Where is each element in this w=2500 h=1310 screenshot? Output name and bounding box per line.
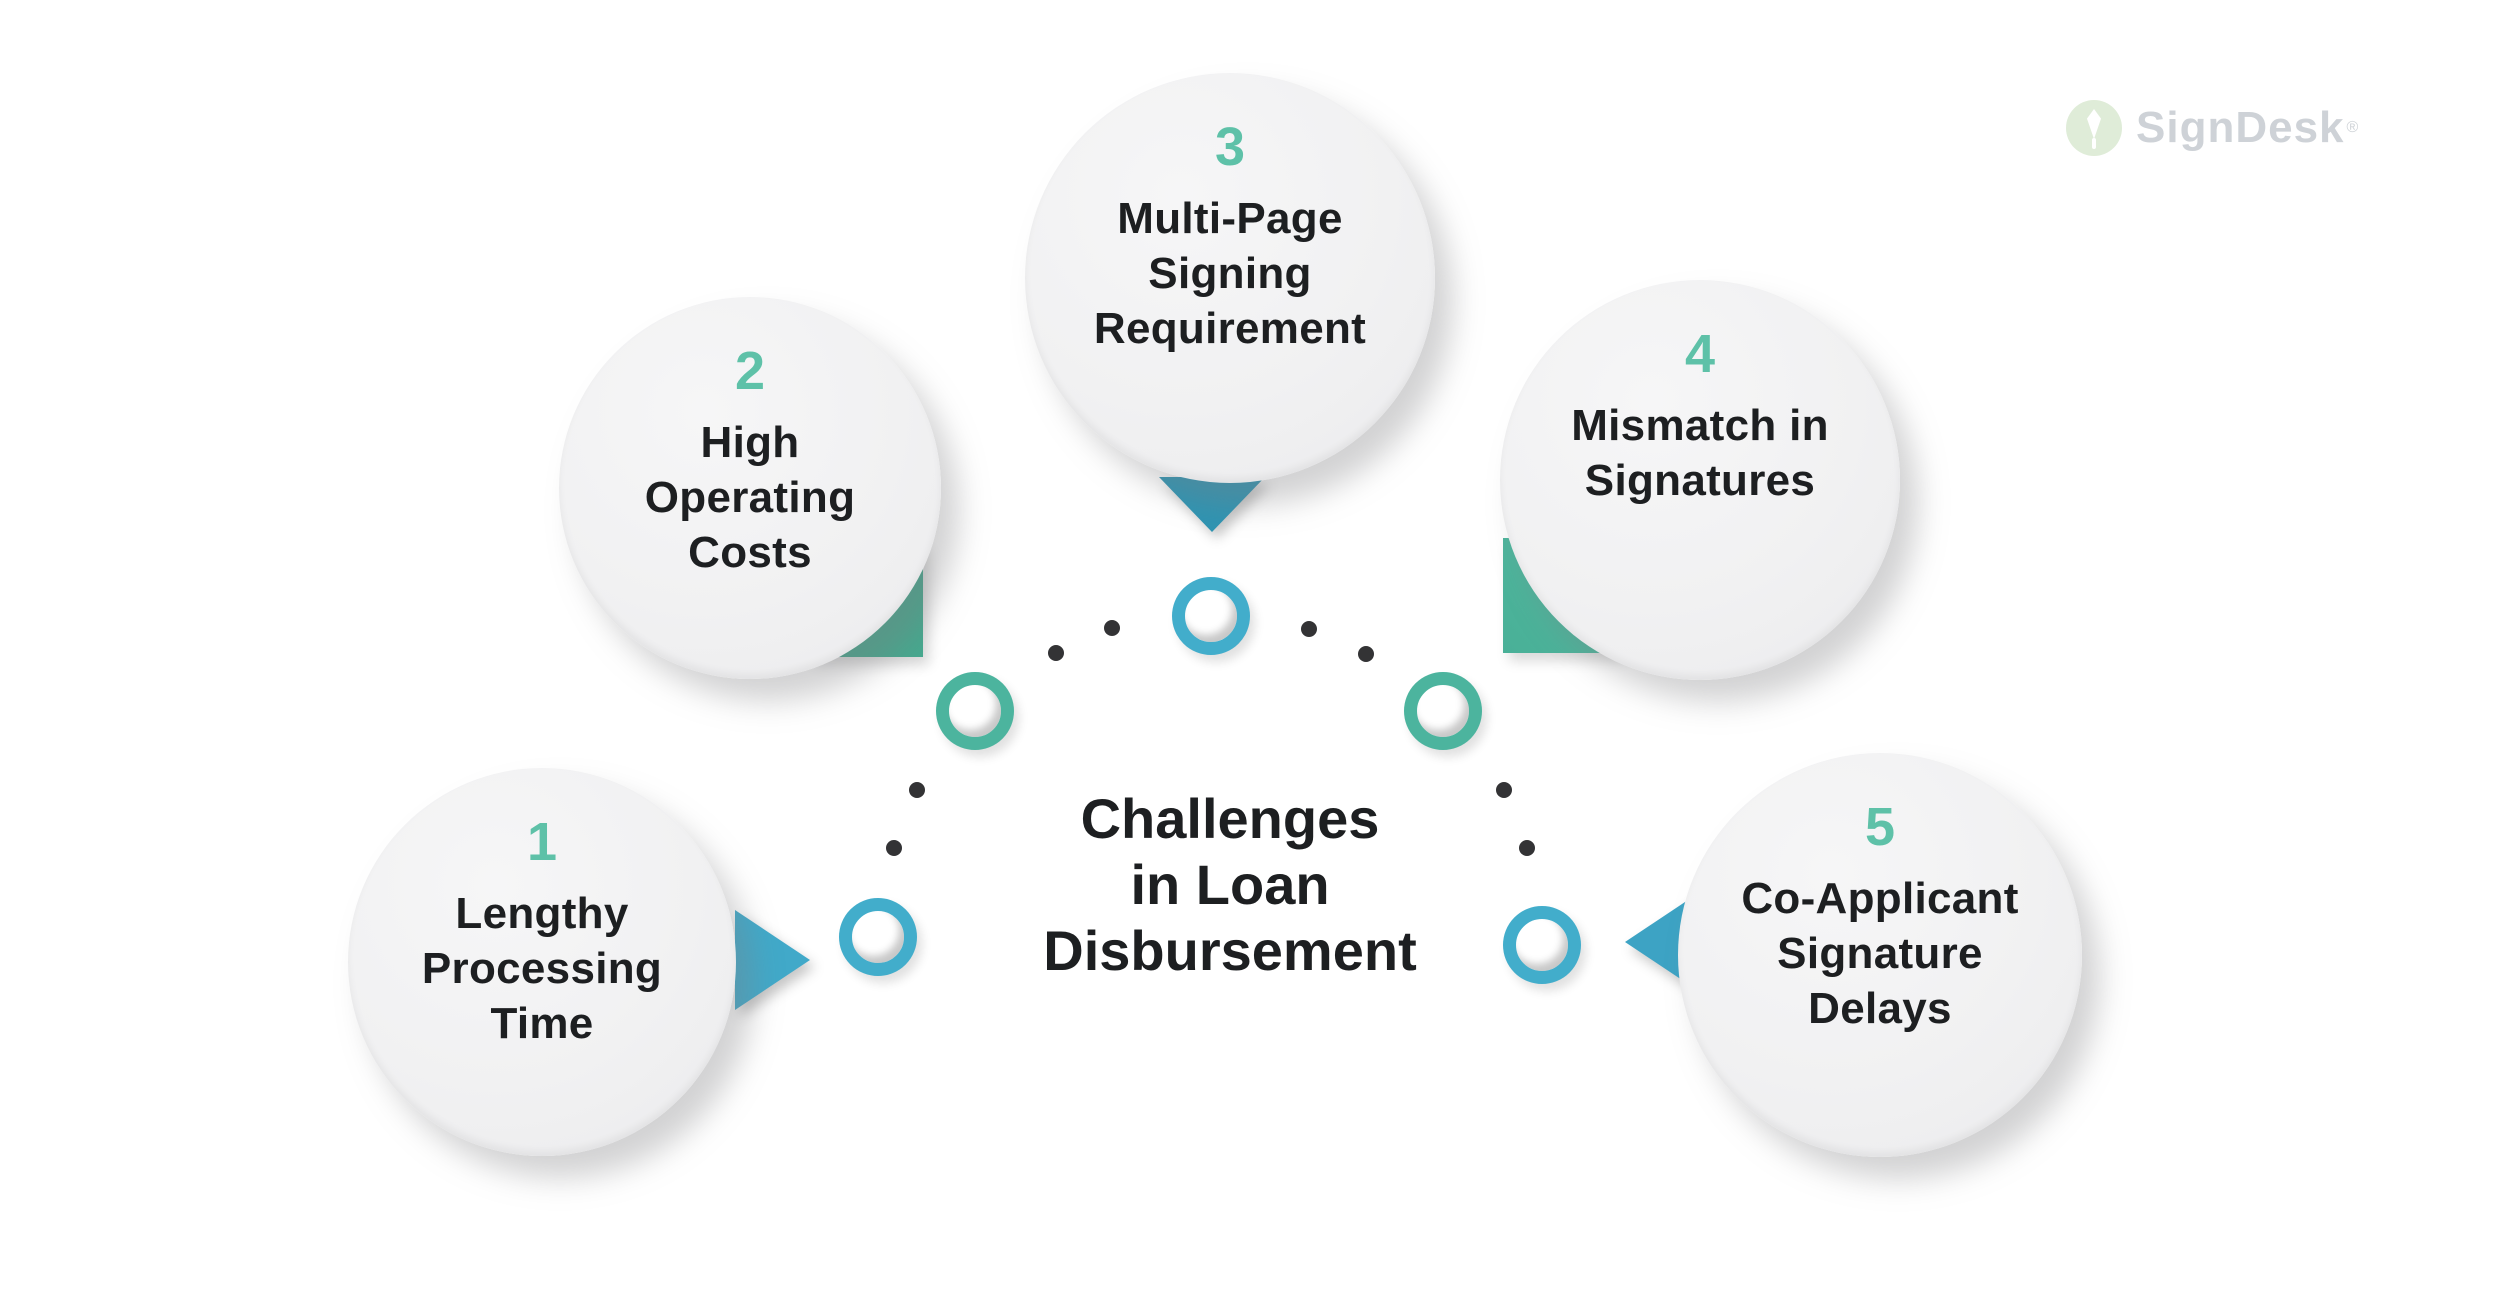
- title-line: in Loan: [1130, 853, 1330, 916]
- arc-ring: [936, 672, 1014, 750]
- arc-ring: [1172, 577, 1250, 655]
- label-line: Operating: [644, 473, 856, 522]
- arc-dot: [909, 782, 925, 798]
- bubble-label: Lengthy Processing Time: [422, 886, 662, 1051]
- arc-dot: [1048, 645, 1064, 661]
- brand-name: SignDesk: [2136, 103, 2345, 152]
- label-line: High: [700, 418, 800, 467]
- label-line: Requirement: [1093, 304, 1367, 353]
- challenge-bubble-2: 2 High Operating Costs: [559, 297, 941, 679]
- label-line: Lengthy: [455, 889, 629, 938]
- label-line: Signatures: [1584, 456, 1816, 505]
- arc-dot: [1301, 621, 1317, 637]
- label-line: Costs: [688, 528, 812, 577]
- pen-nib-shape: [2086, 109, 2102, 139]
- pointer-triangle-right-item1: [735, 910, 810, 1010]
- arc-dot: [1496, 782, 1512, 798]
- challenge-bubble-4: 4 Mismatch in Signatures: [1500, 280, 1900, 680]
- arc-dot: [1104, 620, 1120, 636]
- challenge-bubble-1: 1 Lengthy Processing Time: [348, 768, 736, 1156]
- label-line: Delays: [1808, 984, 1952, 1033]
- label-line: Signature: [1777, 929, 1983, 978]
- bubble-number: 1: [526, 812, 558, 872]
- arc-ring: [1503, 906, 1581, 984]
- label-line: Mismatch in: [1571, 401, 1829, 450]
- arc-ring: [1404, 672, 1482, 750]
- bubble-number: 5: [1864, 797, 1896, 857]
- challenge-bubble-5: 5 Co-Applicant Signature Delays: [1678, 753, 2082, 1157]
- bubble-number: 3: [1214, 117, 1246, 177]
- label-line: Co-Applicant: [1741, 874, 2019, 923]
- arc-dot: [886, 840, 902, 856]
- pen-nib-stem: [2092, 138, 2096, 149]
- label-line: Processing: [421, 944, 663, 993]
- title-line: Disbursement: [1043, 919, 1417, 982]
- bubble-label: Co-Applicant Signature Delays: [1741, 871, 2018, 1036]
- arc-dot: [1358, 646, 1374, 662]
- bubble-number: 2: [734, 341, 766, 401]
- diagram-title: Challenges in Loan Disbursement: [1000, 786, 1460, 984]
- title-line: Challenges: [1080, 787, 1380, 850]
- label-line: Multi-Page: [1117, 194, 1343, 243]
- label-line: Signing: [1148, 249, 1312, 298]
- pointer-triangle-down-item3: [1159, 477, 1265, 532]
- brand-logo: SignDesk ®: [2066, 100, 2358, 156]
- arc-ring: [839, 898, 917, 976]
- challenge-bubble-3: 3 Multi-Page Signing Requirement: [1025, 73, 1435, 483]
- bubble-label: Multi-Page Signing Requirement: [1094, 191, 1366, 356]
- arc-dot: [1519, 840, 1535, 856]
- bubble-label: Mismatch in Signatures: [1571, 398, 1829, 508]
- registered-mark: ®: [2346, 119, 2359, 136]
- label-line: Time: [490, 999, 594, 1048]
- bubble-label: High Operating Costs: [645, 415, 856, 580]
- bubble-number: 4: [1684, 324, 1716, 384]
- pen-nib-icon: [2066, 100, 2122, 156]
